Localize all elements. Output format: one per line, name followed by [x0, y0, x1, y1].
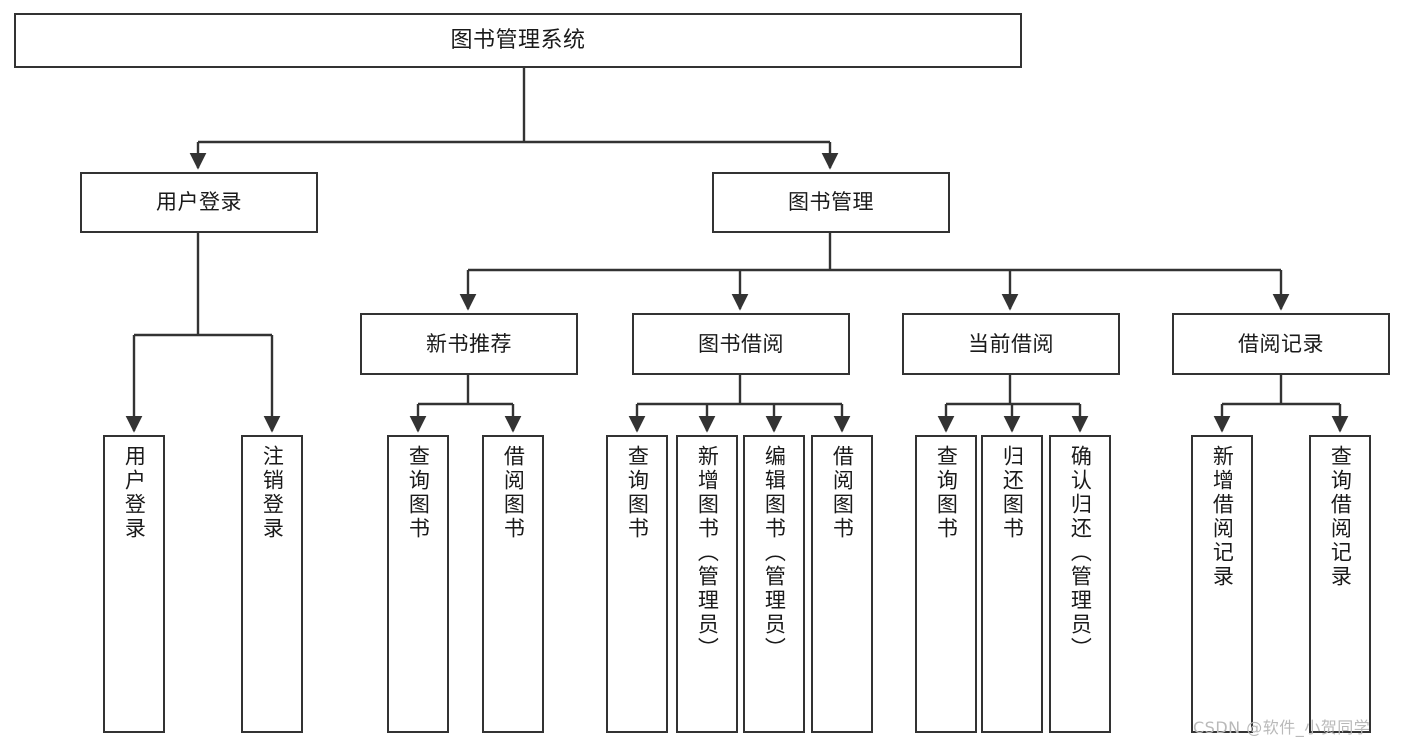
- node-label: 注销登录: [260, 445, 285, 541]
- node-root-book-management-system[interactable]: 图书管理系统: [14, 13, 1022, 68]
- node-label: 编辑图书（管理员）: [762, 445, 787, 661]
- node-label: 借阅图书: [501, 445, 526, 541]
- node-current-borrow[interactable]: 当前借阅: [902, 313, 1120, 375]
- node-label: 借阅记录: [1238, 331, 1324, 356]
- node-label: 确认归还（管理员）: [1068, 445, 1093, 661]
- node-label: 用户登录: [156, 190, 242, 215]
- node-user-login[interactable]: 用户登录: [80, 172, 318, 233]
- leaf-borrow-book[interactable]: 借阅图书: [811, 435, 873, 733]
- node-label: 新书推荐: [426, 331, 512, 356]
- node-book-management[interactable]: 图书管理: [712, 172, 950, 233]
- leaf-user-login[interactable]: 用户登录: [103, 435, 165, 733]
- node-borrow-record[interactable]: 借阅记录: [1172, 313, 1390, 375]
- node-label: 查询借阅记录: [1328, 445, 1353, 589]
- node-label: 查询图书: [406, 445, 431, 541]
- leaf-add-borrow-record[interactable]: 新增借阅记录: [1191, 435, 1253, 733]
- node-label: 图书管理系统: [450, 27, 586, 53]
- leaf-add-book-admin[interactable]: 新增图书（管理员）: [676, 435, 738, 733]
- node-label: 新增借阅记录: [1210, 445, 1235, 589]
- node-label: 新增图书（管理员）: [695, 445, 720, 661]
- node-label: 查询图书: [934, 445, 959, 541]
- leaf-logout[interactable]: 注销登录: [241, 435, 303, 733]
- leaf-edit-book-admin[interactable]: 编辑图书（管理员）: [743, 435, 805, 733]
- leaf-borrow-book-recommend[interactable]: 借阅图书: [482, 435, 544, 733]
- node-label: 图书管理: [788, 190, 874, 215]
- leaf-confirm-return-admin[interactable]: 确认归还（管理员）: [1049, 435, 1111, 733]
- leaf-query-book-borrow[interactable]: 查询图书: [606, 435, 668, 733]
- leaf-return-book[interactable]: 归还图书: [981, 435, 1043, 733]
- leaf-query-book-current[interactable]: 查询图书: [915, 435, 977, 733]
- node-label: 用户登录: [122, 445, 147, 541]
- leaf-query-book-recommend[interactable]: 查询图书: [387, 435, 449, 733]
- node-label: 归还图书: [1000, 445, 1025, 541]
- node-label: 当前借阅: [968, 331, 1054, 356]
- node-label: 借阅图书: [830, 445, 855, 541]
- leaf-query-borrow-record[interactable]: 查询借阅记录: [1309, 435, 1371, 733]
- node-label: 图书借阅: [698, 331, 784, 356]
- node-new-book-recommend[interactable]: 新书推荐: [360, 313, 578, 375]
- node-label: 查询图书: [625, 445, 650, 541]
- node-book-borrow[interactable]: 图书借阅: [632, 313, 850, 375]
